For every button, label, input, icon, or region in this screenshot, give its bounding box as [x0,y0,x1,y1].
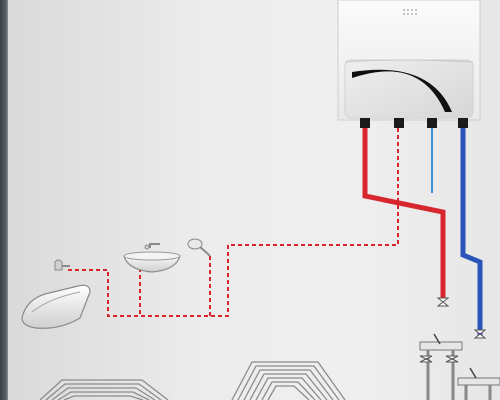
boiler-black-arc [352,69,452,112]
floor-heating-coil-right [231,361,346,400]
manifold-left [419,333,463,400]
bath-faucet [54,259,70,271]
manifold-right [457,367,500,400]
left-edge-strip [0,0,8,400]
dhw-dashed-pipe [65,128,399,317]
shutoff-valve-hot [436,297,450,307]
boiler-vent-dots [403,9,417,15]
bathtub [21,284,91,329]
washbasin [123,243,181,273]
shower-head [187,238,211,257]
wall-mounted-boiler [337,0,481,128]
shutoff-valve-cold [473,329,487,339]
boiler-connectors [360,118,468,128]
boiler-lower-panel [344,59,474,119]
cold-supply-pipe [460,128,483,335]
floor-heating-coil-left [39,379,169,400]
boiler-panel-seam [344,59,474,63]
hot-supply-pipe [362,128,446,300]
